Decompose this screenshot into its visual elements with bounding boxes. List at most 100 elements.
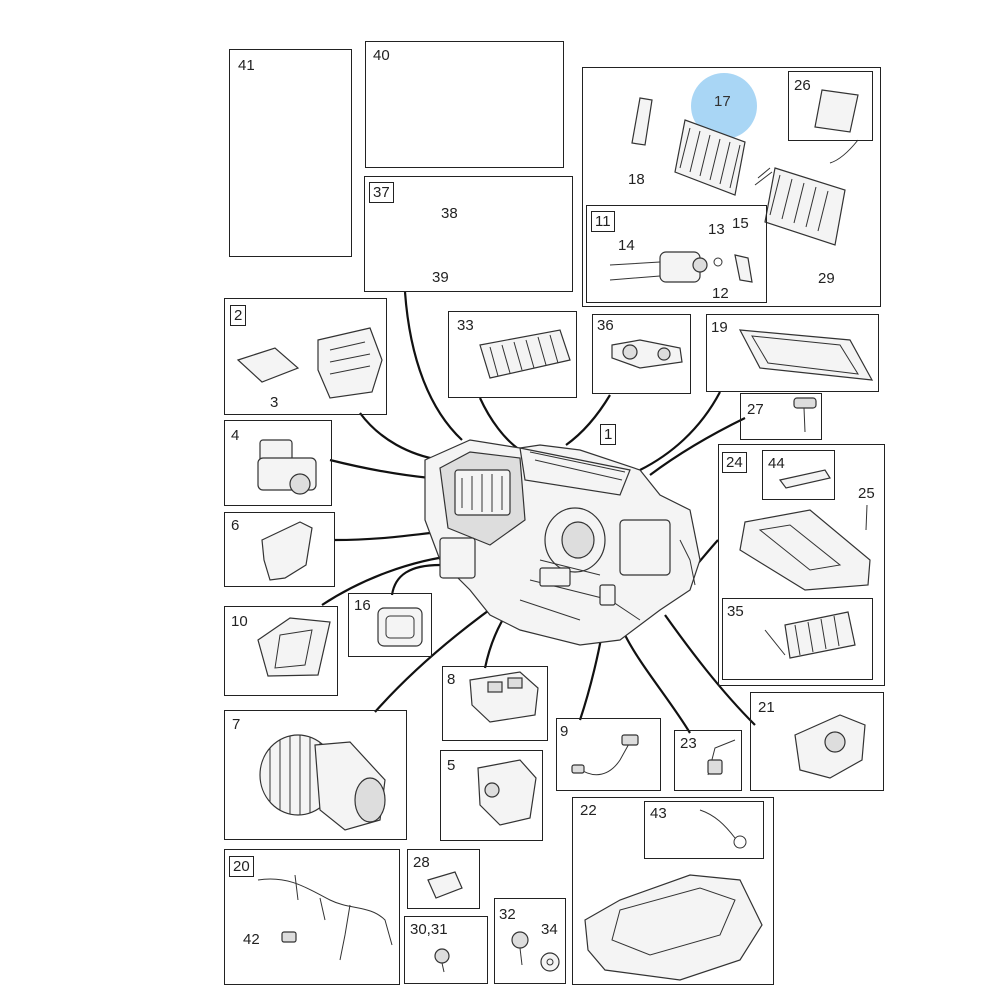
- box-33: [448, 311, 577, 398]
- box-6: [224, 512, 335, 587]
- part-20-wiring-harness: [257, 874, 393, 961]
- box-16: [348, 593, 432, 657]
- label-9: 9: [560, 723, 569, 740]
- part-27-sensor: [793, 397, 817, 433]
- label-25: 25: [858, 485, 875, 502]
- box-44: [762, 450, 835, 500]
- part-18-seal: [631, 97, 653, 146]
- box-10: [224, 606, 338, 696]
- label-41: 41: [238, 57, 255, 74]
- label-44: 44: [768, 455, 785, 472]
- part-19-seal-frame: [738, 329, 874, 381]
- part-6-duct: [261, 521, 313, 581]
- box-7: [224, 710, 407, 840]
- box-17-group: [582, 67, 881, 307]
- label-26: 26: [794, 77, 811, 94]
- part-29-evaporator: [754, 167, 846, 246]
- label-19: 19: [711, 319, 728, 336]
- leader-27: [649, 417, 746, 476]
- label-7: 7: [232, 716, 241, 733]
- part-17-cabin-filter: [674, 119, 746, 196]
- label-14: 14: [618, 237, 635, 254]
- label-20: 20: [229, 856, 254, 877]
- label-35: 35: [727, 603, 744, 620]
- box-30-31: [404, 916, 488, 984]
- label-27: 27: [747, 401, 764, 418]
- label-21: 21: [758, 699, 775, 716]
- part-21-actuator: [794, 714, 866, 779]
- label-40: 40: [373, 47, 390, 64]
- part-30-31-screw: [434, 948, 450, 973]
- part-2-air-inlet: [236, 327, 383, 399]
- label-8: 8: [447, 671, 456, 688]
- box-26: [788, 71, 873, 141]
- label-10: 10: [231, 613, 248, 630]
- leader-23: [624, 634, 691, 734]
- part-22-tray: [584, 809, 763, 981]
- box-24: [718, 444, 885, 686]
- label-28: 28: [413, 854, 430, 871]
- label-13: 13: [708, 221, 725, 238]
- leader-37: [403, 291, 463, 441]
- label-36: 36: [597, 317, 614, 334]
- part-24-filter-housing: [739, 469, 871, 591]
- leader-6: [334, 530, 441, 542]
- label-29: 29: [818, 270, 835, 287]
- part-28-clip: [427, 871, 463, 899]
- box-4: [224, 420, 332, 506]
- label-16: 16: [354, 597, 371, 614]
- label-22: 22: [580, 802, 597, 819]
- part-34-washer: [540, 952, 560, 972]
- label-18: 18: [628, 171, 645, 188]
- box-32-34: [494, 898, 566, 984]
- part-9-wire: [571, 734, 639, 776]
- label-6: 6: [231, 517, 240, 534]
- label-15: 15: [732, 215, 749, 232]
- label-5: 5: [447, 757, 456, 774]
- box-2: [224, 298, 387, 415]
- box-21: [750, 692, 884, 791]
- part-5-actuator: [477, 759, 537, 826]
- label-34: 34: [541, 921, 558, 938]
- box-35: [722, 598, 873, 680]
- part-11-expansion-valve: [609, 251, 753, 283]
- box-22: [572, 797, 774, 985]
- leader-4: [329, 458, 431, 480]
- box-41: [229, 49, 352, 257]
- label-33: 33: [457, 317, 474, 334]
- part-4-actuator: [257, 439, 317, 495]
- label-2: 2: [230, 305, 247, 326]
- part-10-housing: [257, 617, 331, 677]
- leader-2: [359, 412, 441, 462]
- label-1: 1: [600, 424, 617, 445]
- part-7-blower-motor: [259, 734, 386, 831]
- part-35-heater: [764, 611, 856, 659]
- box-28: [407, 849, 480, 909]
- leader-21: [664, 614, 756, 726]
- part-26-gasket: [814, 89, 859, 133]
- part-16-seal: [377, 607, 423, 647]
- main-hvac-assembly: [424, 439, 701, 646]
- label-23: 23: [680, 735, 697, 752]
- label-32: 32: [499, 906, 516, 923]
- label-38: 38: [441, 205, 458, 222]
- box-40: [365, 41, 564, 168]
- label-24: 24: [722, 452, 747, 473]
- label-39: 39: [432, 269, 449, 286]
- box-5: [440, 750, 543, 841]
- box-23: [674, 730, 742, 791]
- leader-19: [639, 391, 721, 471]
- box-37: [364, 176, 573, 292]
- part-32-bolt: [511, 931, 529, 966]
- box-27: [740, 393, 822, 440]
- label-37: 37: [369, 182, 394, 203]
- leader-26: [829, 139, 859, 164]
- part-23-sensor: [707, 739, 736, 776]
- part-36-flap: [611, 339, 683, 369]
- label-4: 4: [231, 427, 240, 444]
- label-43: 43: [650, 805, 667, 822]
- label-17: 17: [714, 93, 731, 110]
- box-36: [592, 314, 691, 394]
- part-8-module: [469, 671, 539, 723]
